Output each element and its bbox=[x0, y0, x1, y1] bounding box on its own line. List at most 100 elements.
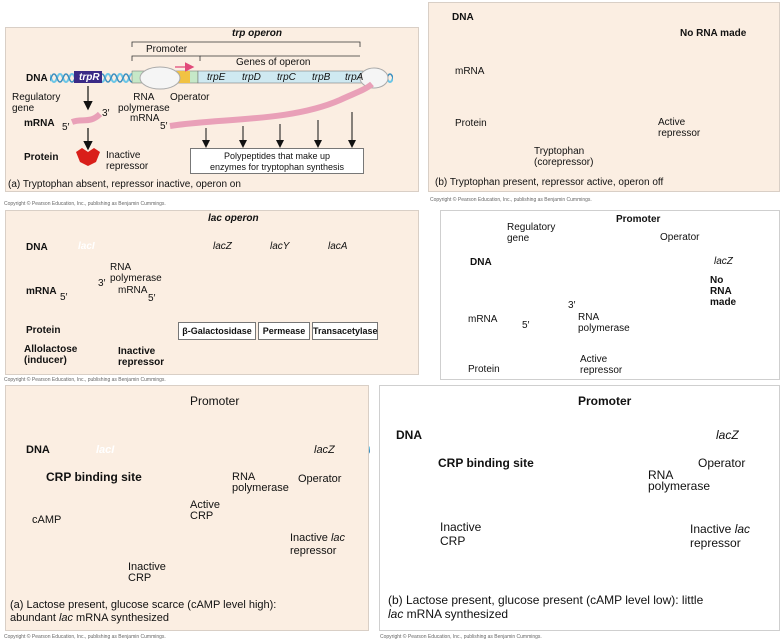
crp-binding-site-label: CRP binding site bbox=[46, 470, 142, 484]
panel-crp-low bbox=[379, 385, 780, 631]
gene-lacZ-5: lacZ bbox=[314, 444, 335, 456]
three-prime-4: 3′ bbox=[568, 300, 576, 311]
gene-trpC: trpC bbox=[277, 72, 296, 83]
rna-polymerase-blob bbox=[139, 66, 181, 90]
dna-label-2: DNA bbox=[452, 12, 474, 23]
caption-line2b: lac bbox=[58, 612, 73, 624]
caption6-line1: (b) Lactose present, glucose present (cA… bbox=[388, 593, 704, 607]
inactive-word-6: Inactive bbox=[690, 522, 735, 536]
lac-word: lac bbox=[330, 532, 346, 544]
repressor-word-6: repressor bbox=[690, 536, 741, 550]
dna-label-5: DNA bbox=[26, 444, 50, 456]
dna-label: DNA bbox=[26, 73, 48, 84]
mrna-long bbox=[169, 81, 374, 129]
inactive-crp-label: Inactive CRP bbox=[128, 561, 166, 584]
active-repressor-label: Active repressor bbox=[658, 117, 701, 139]
b-gal-box: β-Galactosidase bbox=[178, 322, 256, 340]
transacetylase-box: Transacetylase bbox=[312, 322, 378, 340]
gene-trpB: trpB bbox=[312, 72, 331, 83]
translation-arrows bbox=[202, 112, 356, 148]
lac-operon-title: lac operon bbox=[208, 213, 259, 224]
dna-label-6: DNA bbox=[396, 428, 422, 442]
gene-lacZ-6: lacZ bbox=[716, 428, 739, 442]
regulatory-gene-label-4: Regulatory gene bbox=[507, 222, 556, 244]
operator-label: Operator bbox=[170, 92, 210, 103]
protein-label: Protein bbox=[24, 152, 59, 163]
promoter-label-4: Promoter bbox=[616, 214, 661, 225]
mrna-label-3b: mRNA bbox=[118, 285, 148, 296]
gene-lacZ-4: lacZ bbox=[714, 256, 733, 267]
operator-label-5: Operator bbox=[298, 473, 342, 485]
promoter-label-6: Promoter bbox=[578, 394, 632, 408]
protein-label-4: Protein bbox=[468, 364, 500, 375]
operator-label-6: Operator bbox=[698, 456, 746, 470]
crp-low-caption: (b) Lactose present, glucose present (cA… bbox=[388, 593, 703, 621]
gene-trpD: trpD bbox=[242, 72, 261, 83]
regulatory-gene-label: Regulatory gene bbox=[12, 92, 61, 114]
inactive-crp-label-6: Inactive CRP bbox=[440, 520, 482, 548]
caption-line2c: mRNA synthesized bbox=[73, 612, 169, 624]
gene-lacI-4: lacI bbox=[538, 256, 555, 267]
dna-label-3: DNA bbox=[26, 242, 48, 253]
polypeptides-box: Polypeptides that make up enzymes for tr… bbox=[190, 148, 364, 174]
protein-label-trp-on: Protein bbox=[455, 118, 487, 129]
active-repressor-label-4: Active repressor bbox=[580, 354, 623, 376]
gene-lacZ: lacZ bbox=[213, 241, 232, 252]
five-prime-2: 5′ bbox=[160, 121, 168, 132]
mrna-label-trp-on: mRNA bbox=[455, 66, 485, 77]
no-rna-made-label: No RNA made bbox=[680, 28, 747, 39]
gene-lacY: lacY bbox=[270, 241, 290, 252]
inactive-word: Inactive bbox=[290, 532, 331, 544]
three-prime-3: 3′ bbox=[98, 278, 106, 289]
copyright-3: Copyright © Pearson Education, Inc., pub… bbox=[4, 377, 166, 383]
permease-box: Permease bbox=[258, 322, 310, 340]
protein-label-3: Protein bbox=[26, 325, 61, 336]
gene-trpA: trpA bbox=[345, 72, 364, 83]
mrna-label-2: mRNA bbox=[130, 113, 160, 124]
genes-of-operon-label: Genes of operon bbox=[236, 57, 311, 68]
gene-lacI: lacI bbox=[78, 241, 95, 252]
caption6-line2a: lac bbox=[388, 607, 404, 621]
copyright-6: Copyright © Pearson Education, Inc., pub… bbox=[380, 634, 542, 640]
gene-lacI-6: lacI bbox=[480, 428, 501, 442]
operator-label-4: Operator bbox=[660, 232, 700, 243]
trp-present-caption: (b) Tryptophan present, repressor active… bbox=[435, 177, 664, 188]
five-prime-3b: 5′ bbox=[148, 293, 156, 304]
gene-lacI-5: lacI bbox=[96, 444, 115, 456]
repressor-word: repressor bbox=[290, 545, 337, 557]
gene-trpE: trpE bbox=[207, 72, 226, 83]
panel-crp-high bbox=[5, 385, 369, 631]
active-crp-label: Active CRP bbox=[190, 499, 220, 522]
crp-binding-site-label-6: CRP binding site bbox=[438, 456, 534, 470]
five-prime: 5′ bbox=[62, 122, 70, 133]
mrna-label: mRNA bbox=[24, 118, 55, 129]
inactive-lac-repressor-label-5: Inactive lac repressor bbox=[290, 532, 345, 558]
camp-label: cAMP bbox=[32, 514, 62, 526]
inactive-repressor-label-3: Inactive repressor bbox=[118, 346, 165, 368]
trp-operon-title: trp operon bbox=[232, 28, 282, 39]
inactive-repressor-label: Inactive repressor bbox=[106, 150, 149, 172]
mrna-label-3: mRNA bbox=[26, 286, 57, 297]
copyright-2: Copyright © Pearson Education, Inc., pub… bbox=[430, 197, 592, 203]
inactive-repressor-shape bbox=[76, 148, 100, 166]
copyright-5: Copyright © Pearson Education, Inc., pub… bbox=[4, 634, 166, 640]
dna-label-4: DNA bbox=[470, 257, 492, 268]
allolactose-label: Allolactose (inducer) bbox=[24, 344, 78, 366]
copyright-1: Copyright © Pearson Education, Inc., pub… bbox=[4, 201, 166, 207]
caption-line2a: abundant bbox=[10, 612, 59, 624]
inactive-lac-repressor-label-6: Inactive lac repressor bbox=[690, 522, 750, 550]
rna-polymerase-label-3: RNA polymerase bbox=[110, 262, 162, 284]
panel-trp-present bbox=[428, 2, 780, 192]
lac-word-6: lac bbox=[734, 522, 751, 536]
tryptophan-label: Tryptophan (corepressor) bbox=[534, 146, 594, 168]
promoter-label-5: Promoter bbox=[190, 394, 240, 408]
promoter-bracket bbox=[131, 55, 201, 61]
rna-polymerase-label-6: RNA polymerase bbox=[648, 468, 711, 493]
mrna-label-4: mRNA bbox=[468, 314, 498, 325]
panel-lac-off bbox=[440, 210, 780, 380]
crp-high-caption: (a) Lactose present, glucose scarce (cAM… bbox=[10, 599, 276, 625]
trp-absent-caption: (a) Tryptophan absent, repressor inactiv… bbox=[8, 179, 241, 190]
operon-bracket bbox=[131, 41, 361, 47]
five-prime-4: 5′ bbox=[522, 320, 530, 331]
five-prime-3: 5′ bbox=[60, 292, 68, 303]
